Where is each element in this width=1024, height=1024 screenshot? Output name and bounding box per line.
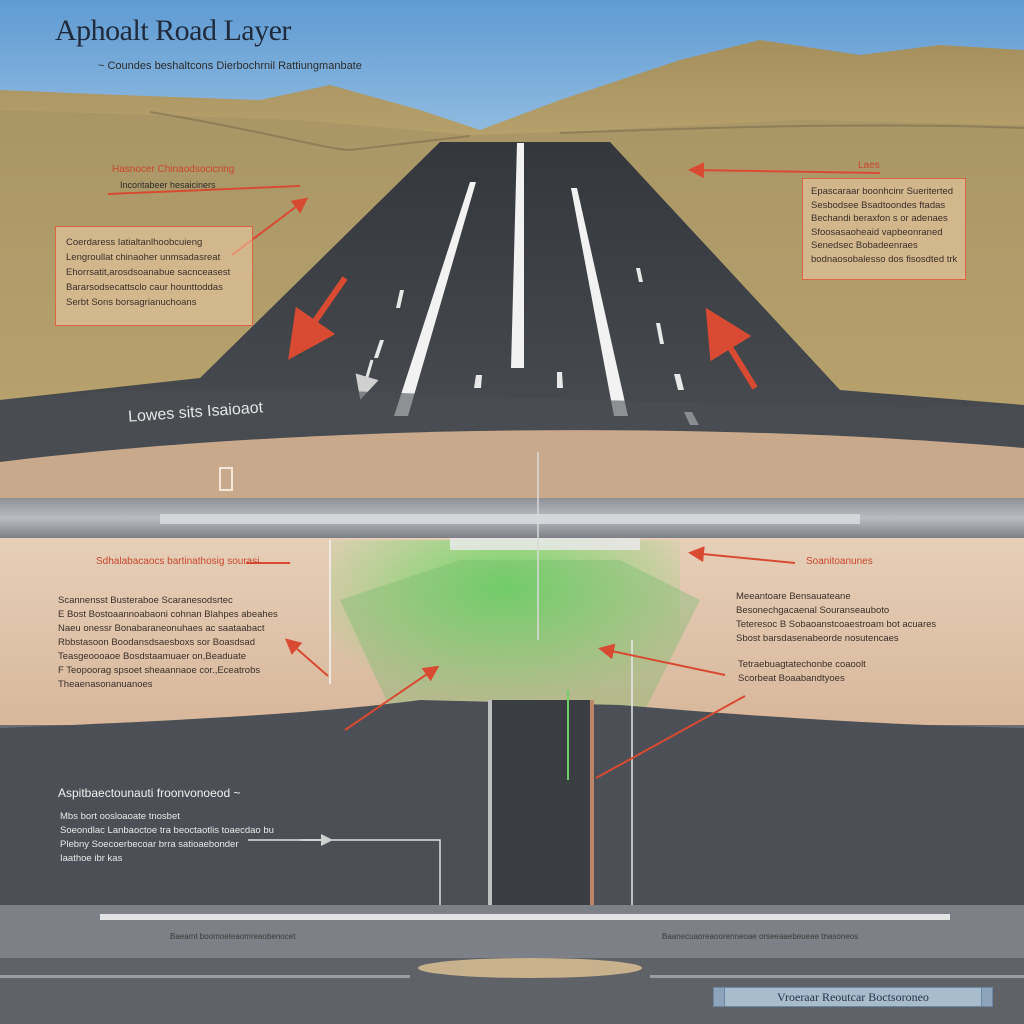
bottom-white-strip — [100, 914, 950, 920]
center-lane-line — [511, 143, 524, 368]
distant-road-right — [559, 124, 1024, 134]
footer-badge-text: Vroeraar Reoutcar Boctsoroneo — [777, 990, 929, 1004]
paragraph-line: Meeantoare Bensauateane — [736, 591, 851, 602]
road-shoulder — [0, 389, 1024, 430]
green-wedge — [340, 560, 700, 730]
green-glow — [330, 540, 680, 730]
callout-line: Lengroullat chinaoher unmsadasreat — [66, 252, 221, 263]
paragraph-line: Iaathoe ibr kas — [60, 853, 123, 864]
callout-line: Epascaraar boonhcinr Sueriterted — [811, 186, 954, 197]
upper-right-callout: Epascaraar boonhcinr Sueriterted Sesbods… — [802, 178, 966, 280]
paragraph-line: Naeu onessr Bonabaraneonuhaes ac saataab… — [58, 623, 265, 634]
paragraph-line: Mbs bort oosloaoate tnosbet — [60, 811, 180, 822]
paragraph-line: Soeondlac Lanbaoctoe tra beoctaotlis toa… — [60, 825, 274, 836]
red-arrow-icon — [107, 162, 881, 779]
upper-left-label: Hasnocer Chinaodsocicring — [112, 164, 235, 175]
paragraph-line: Scannensst Busteraboe Scaranesodsrtec — [58, 595, 233, 606]
callout-line: Ehorrsatit,arosdsoanabue sacnceasest — [66, 267, 231, 278]
lower-paragraph: Mbs bort oosloaoate tnosbet Soeondlac La… — [60, 810, 274, 866]
bottom-sand-ellipse — [418, 958, 642, 978]
distant-road — [149, 111, 471, 152]
callout-line: Coerdaress Iatialtanlhoobcuieng — [66, 237, 203, 248]
page-title: Aphoalt Road Layer — [55, 14, 291, 47]
asphalt-road-surface — [0, 142, 1024, 465]
upper-right-label: Laes — [858, 160, 880, 171]
middle-left-paragraph: Scannensst Busteraboe Scaranesodsrtec E … — [58, 594, 278, 692]
soil-band-upper — [0, 430, 1024, 498]
marker-post — [219, 467, 233, 491]
paragraph-line: Scorbeat Boaabandtyoes — [738, 673, 845, 684]
paragraph-line: F Teopoorag spsoet sheaannaoe cor.,Eceat… — [58, 665, 261, 676]
paragraph-line: Rbbstasoon Boodansdsaesboxs sor Boasdsad — [58, 637, 255, 648]
slab-top — [450, 538, 640, 550]
paragraph-line: Teasgeoooaoe Bosdstaamuaer on,Beaduate — [58, 651, 247, 662]
callout-line: Serbt Sons borsagrianuchoans — [66, 297, 197, 308]
paragraph-line: Tetraebuagtatechonbe coaoolt — [738, 659, 866, 670]
lane-direction-arrow — [355, 359, 379, 400]
core-sample-column — [488, 700, 594, 930]
right-lane-line — [571, 188, 628, 416]
separator-highlight — [160, 514, 860, 524]
bottom-left-caption: Baeamt boomoeteaomreaobenocet — [170, 932, 296, 941]
left-lane-line — [394, 182, 476, 416]
upper-left-callout: Coerdaress Iatialtanlhoobcuieng Lengroul… — [55, 226, 253, 326]
paragraph-line: Besonechgacaenal Souranseauboto — [736, 605, 890, 616]
upper-left-sublabel: Incoritabeer hesaiciners — [120, 180, 216, 190]
middle-right-paragraph-2: Tetraebuagtatechonbe coaoolt Scorbeat Bo… — [738, 658, 866, 686]
callout-line: Bechandi beraxfon s or adenaes — [811, 213, 948, 224]
paragraph-line: Sbost barsdasenabeorde nosutencaes — [736, 633, 899, 644]
middle-left-label: Sdhalabacaocs bartinathosig sourasi — [96, 556, 260, 567]
paragraph-line: E Bost Bostoaannoabaoni cohnan Blahpes a… — [58, 609, 278, 620]
paragraph-line: Plebny Soecoerbecoar brra satioaebonder — [60, 839, 239, 850]
callout-line: bodnaosobalesso dos fisosdted trk — [811, 253, 957, 265]
middle-right-label: Soanitoanunes — [806, 556, 873, 567]
badge-left-cap — [713, 987, 725, 1007]
callout-line: Senedsec Bobadeenraes — [811, 240, 918, 251]
middle-right-paragraph: Meeantoare Bensauateane Besonechgacaenal… — [736, 590, 936, 646]
lower-section-label: Aspitbaectounauti froonvonoeod ~ — [58, 786, 241, 800]
bottom-right-caption: Baanecuaoreaoorenneoae orseeaaebeueae tn… — [662, 932, 859, 941]
footer-badge: Vroeraar Reoutcar Boctsoroneo — [713, 987, 993, 1007]
paragraph-line: Theaenasonanuanoes — [58, 679, 153, 690]
badge-right-cap — [981, 987, 993, 1007]
page-subtitle: ~ Coundes beshaltcons Dierbochrnil Ratti… — [98, 60, 362, 72]
callout-line: Sesbodsee Bsadtoondes ftadas — [811, 199, 946, 211]
callout-line: Bararsodsecattsclo caur hounttoddas — [66, 282, 223, 293]
callout-line: Sfoosasaoheaid vapbeonraned — [811, 226, 943, 238]
paragraph-line: Teteresoc B Sobaoanstcoaestroam bot acua… — [736, 619, 937, 630]
